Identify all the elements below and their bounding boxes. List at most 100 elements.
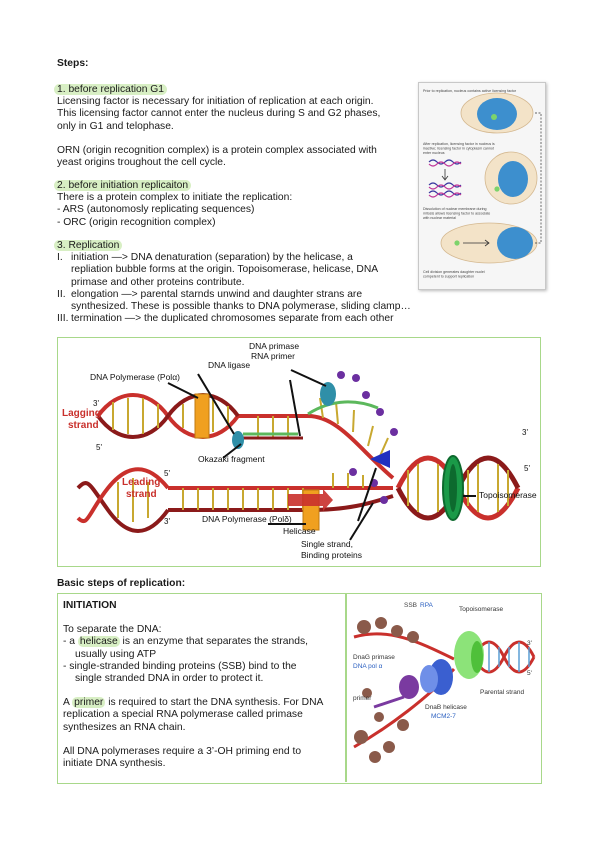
end-label: 3': [522, 428, 528, 437]
licensing-figure-svg: Prior to replication, nucleus contains a…: [423, 89, 542, 278]
basic-steps-heading: Basic steps of replication:: [57, 578, 186, 589]
nucleus-2: [498, 161, 528, 197]
direction-arrow-icon: [288, 489, 333, 511]
dna-polymerase-alpha: [194, 393, 210, 439]
orn-line: yeast origins troughout the cell cycle.: [57, 157, 226, 169]
initiation-figure-svg: SSB RPA Topoisomerase DnaG primase DNA p…: [353, 602, 536, 763]
label-pol-alpha: DNA Polymerase (Polα): [90, 372, 180, 382]
primer-paragraph: A primer is required to start the DNA sy…: [63, 697, 324, 709]
steps-heading: Steps:: [57, 58, 89, 69]
base-pairs: [117, 473, 364, 522]
label-primer: primer: [353, 695, 372, 702]
initiation-text: INITIATION To separate the DNA: - a heli…: [63, 600, 339, 770]
primer-highlight: primer: [72, 697, 106, 709]
topoisomerase-ring-inner: [449, 464, 457, 512]
item-line: elongation —> parental starnds unwind an…: [71, 288, 363, 300]
arrow-down-icon: [441, 169, 449, 181]
label-mcm: MCM2-7: [431, 713, 456, 720]
helicase-icon: [370, 450, 390, 468]
label-dnab-helicase: DnaB helicase: [425, 704, 467, 711]
label-okazaki: Okazaki fragment: [198, 454, 265, 464]
dnab-helicase-ring: [420, 665, 438, 693]
label-lagging: Lagging: [62, 408, 101, 419]
label-helicase: Helicase: [283, 526, 316, 536]
end-label: 3': [93, 399, 99, 408]
ssb-proteins: [337, 371, 398, 504]
item-number: I.: [57, 252, 63, 264]
end-label: 5': [527, 670, 532, 677]
label-lagging-strand: strand: [68, 420, 99, 431]
bullet-ssb: - single-stranded binding proteins (SSB)…: [63, 660, 297, 672]
polymerase-paragraph: All DNA polymerases require a 3’-OH prim…: [63, 745, 302, 757]
licensing-factor-dot: [454, 240, 460, 246]
section-3: 3. Replication I. initiation —> DNA dena…: [54, 240, 411, 325]
item-line: termination —> the duplicated chromosome…: [71, 313, 394, 325]
item-line: repliation bubble forms at the origin. T…: [71, 264, 379, 276]
lagging-new-strand: [96, 393, 240, 439]
dna-icon: [428, 159, 462, 165]
item-line: initiation —> DNA denaturation (separati…: [71, 252, 353, 264]
primer-paragraph-line3: synthesizes an RNA chain.: [63, 721, 186, 733]
pointer-lines: [167, 369, 476, 541]
item-line: synthesized. These is possible thanks to…: [71, 301, 411, 313]
label-dna-ligase: DNA ligase: [208, 360, 250, 370]
leading-new-strand: [168, 494, 394, 512]
nucleus-3: [497, 227, 533, 259]
bullet-helicase: - a helicase is an enzyme that separates…: [63, 636, 308, 648]
end-label: 5': [524, 464, 530, 473]
table-divider: [345, 594, 347, 782]
section-1-line: only in G1 and telophase.: [57, 120, 174, 132]
label-parental-strand: Parental strand: [480, 689, 524, 696]
leading-helix: [76, 467, 170, 524]
label-ssb-1: Single strand,: [301, 539, 353, 549]
label-ssb-2: Binding proteins: [301, 550, 362, 560]
arrow-right-icon: [463, 239, 490, 247]
ssb-proteins: [354, 617, 419, 763]
orn-line: ORN (origin recognition complex) is a pr…: [57, 144, 377, 156]
initiation-table: INITIATION To separate the DNA: - a heli…: [57, 593, 542, 784]
section-2-line: - ARS (autonomosly replicating sequences…: [57, 204, 255, 216]
label-leading-strand: strand: [126, 489, 157, 500]
section-2: 2. before initiation replicaiton There i…: [54, 180, 292, 229]
bullet-helicase-line2: usually using ATP: [75, 648, 157, 660]
rna-primer-strand: [307, 400, 379, 416]
dnag-primase: [399, 675, 419, 699]
nucleus-1: [477, 98, 517, 130]
section-1-line: This licensing factor cannot enter the n…: [57, 108, 381, 120]
dna-icon: [428, 182, 462, 188]
licensing-caption-1: Prior to replication, nucleus contains a…: [423, 89, 517, 93]
dna-icon: [428, 190, 462, 196]
item-number: II.: [57, 288, 66, 300]
section-2-title: 2. before initiation replicaiton: [54, 180, 192, 191]
end-label: 3': [527, 640, 532, 647]
section-3-title: 3. Replication: [54, 240, 123, 251]
initiation-figure: SSB RPA Topoisomerase DnaG primase DNA p…: [349, 597, 539, 781]
dna-icon: [428, 192, 462, 198]
topoisomerase-blob-inner: [471, 641, 483, 673]
licensing-factor-dot: [494, 186, 500, 192]
polymerase-paragraph-line2: initiate DNA synthesis.: [63, 758, 166, 770]
label-rna-primer: RNA primer: [251, 351, 295, 361]
template-strand: [353, 632, 455, 661]
dashed-arrow-icon: [535, 112, 542, 244]
primer-paragraph-line2: replication a special RNA polymerase cal…: [63, 709, 303, 721]
end-label: 5': [164, 469, 170, 478]
parental-helix: [472, 640, 536, 674]
label-dna-pol-alpha: DNA pol α: [353, 663, 383, 670]
initiation-intro: To separate the DNA:: [63, 624, 162, 636]
base-pairs: [112, 397, 389, 457]
lagging-template-strand: [96, 393, 395, 480]
replication-fork-svg: DNA primase RNA primer DNA ligase DNA Po…: [62, 341, 537, 560]
section-1: 1. before replication G1 Licensing facto…: [54, 84, 381, 169]
bullet-ssb-line2: single stranded DNA in order to protect …: [75, 673, 264, 685]
label-rpa: RPA: [420, 602, 434, 609]
replication-fork-figure: DNA primase RNA primer DNA ligase DNA Po…: [57, 337, 541, 567]
end-label: 3': [164, 517, 170, 526]
dna-primase: [320, 382, 336, 406]
licensing-caption-2: After replication, licensing factor in n…: [423, 142, 495, 155]
section-2-line: - ORC (origin recognition complex): [57, 216, 216, 228]
helicase-highlight: helicase: [77, 636, 120, 648]
dna-icon: [428, 161, 462, 167]
label-leading: Leading: [122, 477, 160, 488]
